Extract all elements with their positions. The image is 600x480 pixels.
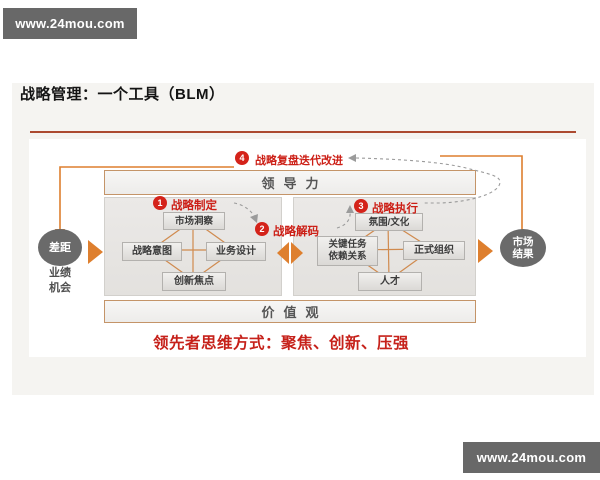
business-design-label: 业务设计	[216, 246, 256, 257]
step1-badge: 1	[153, 196, 167, 210]
market-insight-box: 市场洞察	[163, 212, 225, 230]
step3-badge: 3	[354, 199, 368, 213]
values-bar-label: 价值观	[261, 305, 328, 320]
opportunity-line: 机会	[49, 282, 71, 294]
key-tasks-label-line2: 依赖关系	[328, 251, 367, 262]
step3-number: 3	[358, 201, 364, 211]
step4-label: 战略复盘迭代改进	[255, 155, 343, 167]
flow-arrow-left-icon	[277, 242, 289, 264]
formal-organization-label: 正式组织	[414, 245, 454, 256]
arrow-left-icon	[348, 154, 356, 162]
step4-badge: 4	[235, 151, 249, 165]
key-tasks-label-line1: 关键任务	[328, 239, 367, 250]
step2-to-step3-dashed	[336, 210, 351, 229]
step1-number: 1	[157, 198, 163, 208]
watermark-bottom-text: www.24mou.com	[476, 450, 587, 465]
innovation-focus-box: 创新焦点	[162, 272, 226, 291]
slogan-text: 领先者思维方式：聚焦、创新、压强	[152, 335, 409, 352]
business-design-box: 业务设计	[206, 242, 266, 261]
key-tasks-box: 关键任务 依赖关系	[317, 236, 378, 266]
leadership-bar: 领导力	[104, 170, 476, 195]
watermark-top: www.24mou.com	[3, 8, 137, 39]
iteration-loop-dashed	[355, 157, 501, 204]
feedback-line-right	[440, 155, 523, 231]
market-result-circle: 市场 结果	[500, 229, 546, 267]
values-bar: 价值观	[104, 300, 476, 323]
step4-number: 4	[239, 153, 245, 163]
market-result-line1: 市场	[512, 236, 534, 248]
talent-box: 人才	[358, 272, 422, 291]
step1-to-step2-dashed	[233, 202, 256, 218]
gap-circle-label: 差距	[49, 241, 71, 254]
strategic-intent-label: 战略意图	[132, 246, 172, 257]
flow-arrow-right-icon	[88, 240, 103, 264]
market-result-line2: 结果	[512, 248, 534, 260]
performance-line: 业绩	[49, 267, 71, 279]
flow-arrow-right-icon	[478, 239, 493, 263]
performance-opportunity-label: 业绩 机会	[38, 266, 82, 296]
step3-label: 战略执行	[372, 203, 418, 215]
culture-box: 氛围/文化	[355, 213, 423, 231]
title-divider	[30, 131, 576, 133]
arrow-up-icon	[346, 205, 354, 213]
strategic-intent-box: 战略意图	[122, 242, 182, 261]
talent-label: 人才	[380, 276, 400, 287]
step2-number: 2	[259, 224, 265, 234]
step1-label: 战略制定	[171, 200, 217, 212]
step2-label: 战略解码	[273, 226, 319, 238]
market-insight-label: 市场洞察	[174, 215, 213, 227]
culture-label: 氛围/文化	[368, 216, 410, 228]
flow-arrow-right-icon	[291, 242, 303, 264]
leadership-bar-label: 领导力	[261, 176, 328, 191]
formal-organization-box: 正式组织	[403, 241, 465, 260]
watermark-bottom: www.24mou.com	[463, 442, 600, 473]
arrow-downright-icon	[250, 214, 258, 223]
gap-circle: 差距	[38, 229, 82, 266]
feedback-line-left	[59, 166, 234, 230]
step2-badge: 2	[255, 222, 269, 236]
innovation-focus-label: 创新焦点	[174, 276, 214, 287]
watermark-top-text: www.24mou.com	[15, 16, 125, 31]
page-title: 战略管理：一个工具（BLM）	[20, 86, 225, 103]
